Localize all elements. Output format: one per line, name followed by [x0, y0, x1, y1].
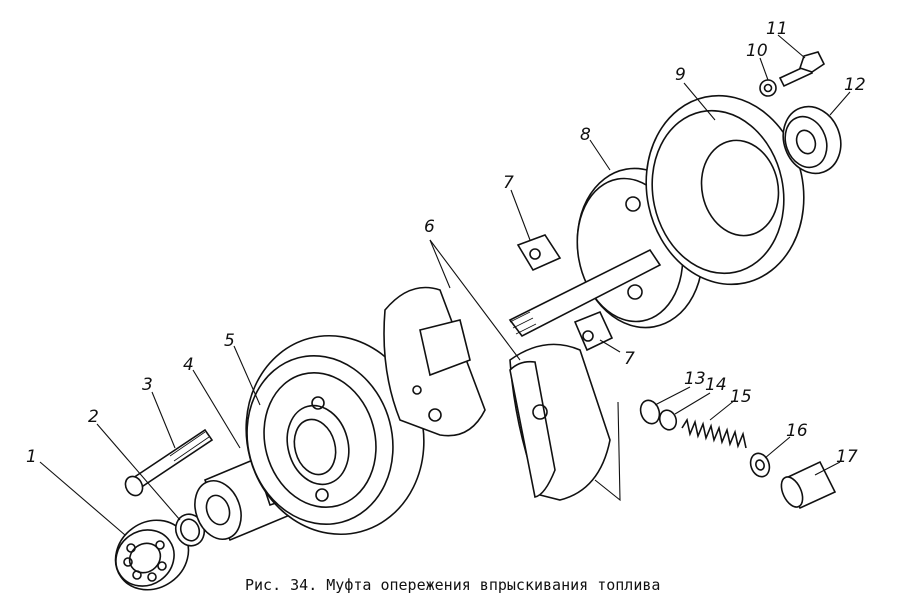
label-part-7b: 7 [624, 349, 635, 369]
ring-part-13 [639, 399, 661, 425]
bearing-part-12 [782, 105, 842, 175]
label-part-13: 13 [684, 369, 706, 389]
label-part-16: 16 [786, 421, 808, 441]
figure-caption: Рис. 34. Муфта опережения впрыскивания т… [245, 576, 660, 594]
label-part-8: 8 [580, 125, 591, 145]
label-part-5: 5 [224, 331, 235, 351]
washer-part-10 [759, 79, 777, 97]
leader-lines [39, 34, 851, 536]
weight-lower-part-6 [509, 343, 611, 501]
block-part-7b [573, 310, 614, 352]
weight-upper-part-6 [383, 286, 486, 437]
label-part-11: 11 [766, 19, 788, 39]
housing-part-9 [645, 94, 805, 286]
washer-part-16 [749, 452, 771, 478]
label-part-6: 6 [424, 217, 435, 237]
label-part-3: 3 [142, 375, 153, 395]
label-part-1: 1 [26, 447, 37, 467]
spring-part-15 [681, 417, 747, 449]
bushing-part-17 [780, 460, 837, 510]
bolt-part-11 [778, 51, 826, 88]
label-part-9: 9 [675, 65, 686, 85]
block-part-7a [516, 234, 562, 272]
label-part-14: 14 [705, 375, 727, 395]
bearing-part-1 [114, 519, 190, 591]
label-part-4: 4 [183, 355, 194, 375]
label-part-15: 15 [730, 387, 752, 407]
bolt-part-3 [124, 428, 214, 497]
label-part-7a: 7 [503, 173, 514, 193]
label-part-2: 2 [88, 407, 99, 427]
gear-part-5 [245, 334, 425, 536]
washer-part-14 [658, 409, 678, 431]
label-part-12: 12 [844, 75, 866, 95]
label-part-10: 10 [746, 41, 768, 61]
label-part-17: 17 [836, 447, 858, 467]
